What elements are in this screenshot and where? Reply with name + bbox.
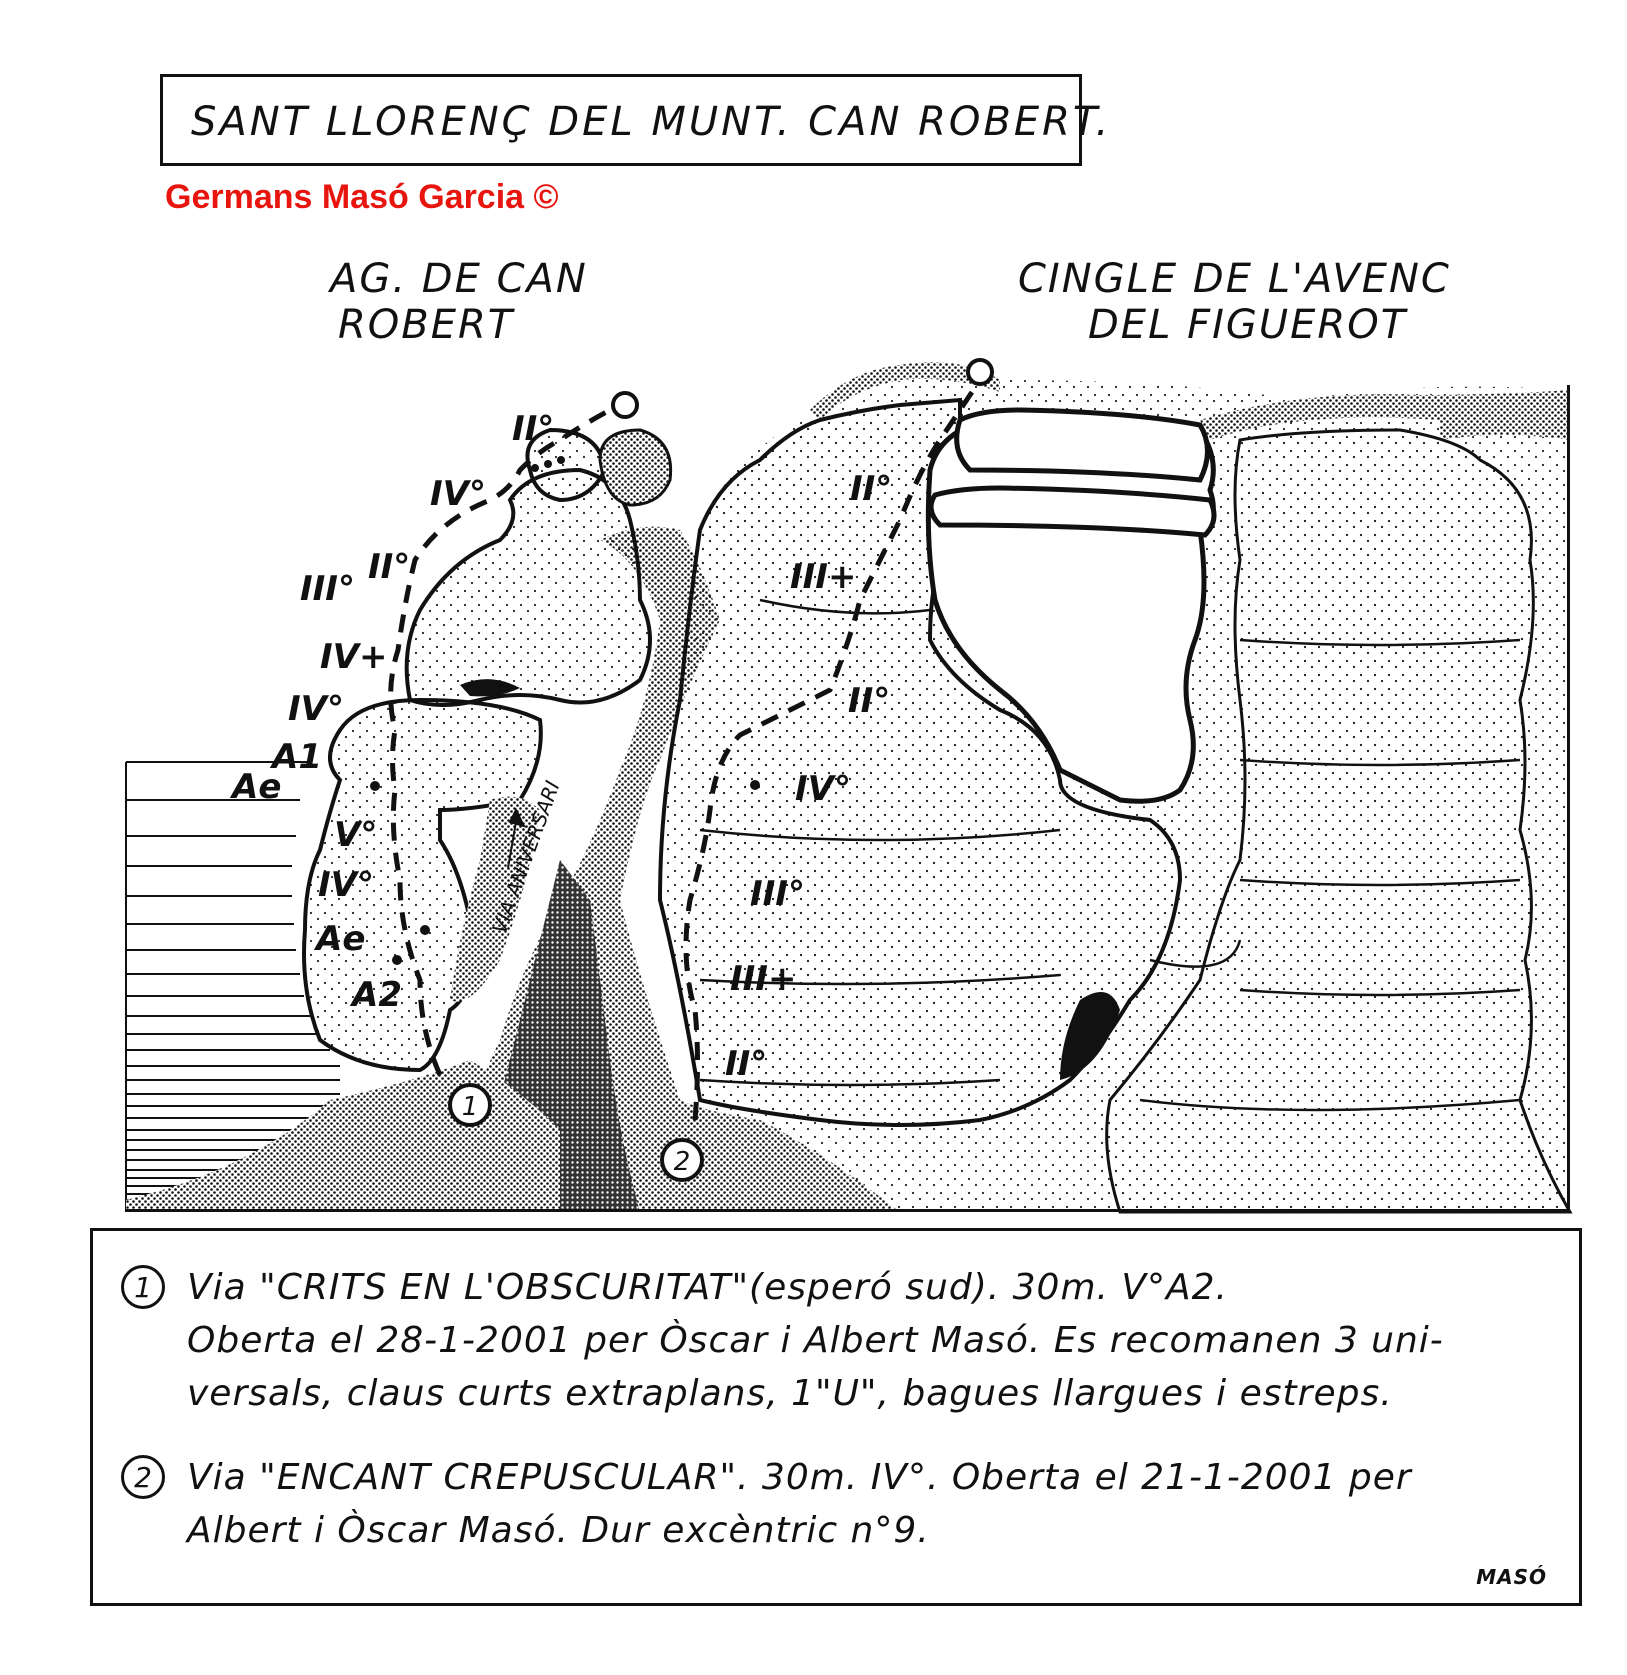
route-2-marker: 2 xyxy=(660,1138,704,1182)
far-right-wall xyxy=(1105,428,1573,1214)
topo-drawing: 1 2 II° IV° II° III° IV+ IV° A1 Ae V° IV… xyxy=(125,358,1573,1214)
grade-r1-10: Ae xyxy=(313,919,365,959)
grade-r2-0: II° xyxy=(850,469,892,509)
grade-r1-8: V° xyxy=(334,815,377,855)
aniversari-arrow-icon xyxy=(507,807,526,869)
grade-r1-4: IV+ xyxy=(320,637,387,677)
main-tower-cap-lower xyxy=(928,485,1217,538)
ground-left xyxy=(126,1060,560,1212)
route-1-number-icon: 1 xyxy=(121,1265,165,1309)
route-2-line-2: Albert i Òscar Masó. Dur excèntric n°9. xyxy=(187,1510,930,1551)
grade-r2-2: II° xyxy=(848,681,890,721)
cliff-top-shading xyxy=(810,362,1000,420)
grade-r2-5: III+ xyxy=(730,959,796,999)
route-1-marker-label: 1 xyxy=(462,1092,479,1122)
grade-r1-11: A2 xyxy=(349,975,402,1015)
grade-r1-7: Ae xyxy=(229,767,281,807)
legend-route-1: 1 Via "CRITS EN L'OBSCURITAT"(esperó sud… xyxy=(121,1261,1444,1420)
grade-r1-6: A1 xyxy=(269,737,322,777)
rock-bands xyxy=(699,598,1521,1112)
legend-route-2: 2 Via "ENCANT CREPUSCULAR". 30m. IV°. Ob… xyxy=(121,1451,1412,1557)
grade-r1-9: IV° xyxy=(318,865,374,905)
route-1-top-anchor xyxy=(611,391,639,419)
needle-overhang-dark xyxy=(460,679,520,697)
author-signature: MASÓ xyxy=(1476,1565,1547,1589)
peak-left-line-2: ROBERT xyxy=(338,302,515,348)
peak-left-line-1: AG. DE CAN xyxy=(330,256,588,302)
peak-right-line-1: CINGLE DE L'AVENC xyxy=(1018,256,1451,302)
route-2-number-icon: 2 xyxy=(121,1455,165,1499)
peak-label-right: CINGLE DE L'AVENC DEL FIGUEROT xyxy=(1018,256,1451,348)
grade-r2-1: III+ xyxy=(790,557,856,597)
drawing-frame-right xyxy=(1567,385,1570,1212)
needle-upper-block xyxy=(404,467,652,707)
route-1-grades: II° IV° II° III° IV+ IV° A1 Ae V° IV° Ae… xyxy=(229,409,554,1015)
grade-r2-4: III° xyxy=(750,874,805,914)
peak-right-line-2: DEL FIGUEROT xyxy=(1088,302,1408,348)
grade-r1-3: III° xyxy=(300,569,355,609)
grade-r1-2: II° xyxy=(368,547,410,587)
route-1-line-1: Via "CRITS EN L'OBSCURITAT"(esperó sud).… xyxy=(187,1267,1228,1308)
tower-cave xyxy=(1060,992,1120,1080)
belay-dots xyxy=(370,456,760,965)
needle-lower-block xyxy=(302,697,543,1073)
drawing-frame-bottom xyxy=(126,1209,1570,1212)
grade-r2-3: IV° xyxy=(795,769,851,809)
grade-r1-5: IV° xyxy=(288,689,344,729)
cliff-top-shading-right xyxy=(1200,390,1570,440)
route-2-description: Via "ENCANT CREPUSCULAR". 30m. IV°. Ober… xyxy=(187,1451,1412,1557)
route-2-grades: II° III+ II° IV° III° III+ II° xyxy=(725,469,892,1084)
route-1-line-2: Oberta el 28-1-2001 per Òscar i Albert M… xyxy=(187,1320,1444,1361)
needle-summit-boulder xyxy=(598,428,673,507)
peak-label-left: AG. DE CAN ROBERT xyxy=(330,256,588,348)
copyright-credit: Germans Masó Garcia © xyxy=(165,178,559,216)
route-2-line xyxy=(683,378,983,1121)
route-2-top-anchor xyxy=(966,358,994,386)
title-box: SANT LLORENÇ DEL MUNT. CAN ROBERT. xyxy=(160,74,1108,166)
grade-r1-1: IV° xyxy=(430,474,486,514)
aniversari-rib xyxy=(450,796,540,1002)
main-tower-cap xyxy=(954,407,1210,483)
page-title: SANT LLORENÇ DEL MUNT. CAN ROBERT. xyxy=(191,99,1112,145)
route-2-line-1: Via "ENCANT CREPUSCULAR". 30m. IV°. Ober… xyxy=(187,1457,1412,1498)
route-1-line-3: versals, claus curts extraplans, 1"U", b… xyxy=(187,1373,1393,1414)
grade-r2-6: II° xyxy=(725,1044,767,1084)
route-1-line xyxy=(388,402,622,1077)
route-2-marker-label: 2 xyxy=(674,1147,691,1177)
legend-box: 1 Via "CRITS EN L'OBSCURITAT"(esperó sud… xyxy=(90,1228,1582,1606)
route-1-marker: 1 xyxy=(448,1083,492,1127)
route-1-description: Via "CRITS EN L'OBSCURITAT"(esperó sud).… xyxy=(187,1261,1444,1420)
grade-r1-0: II° xyxy=(512,409,554,449)
